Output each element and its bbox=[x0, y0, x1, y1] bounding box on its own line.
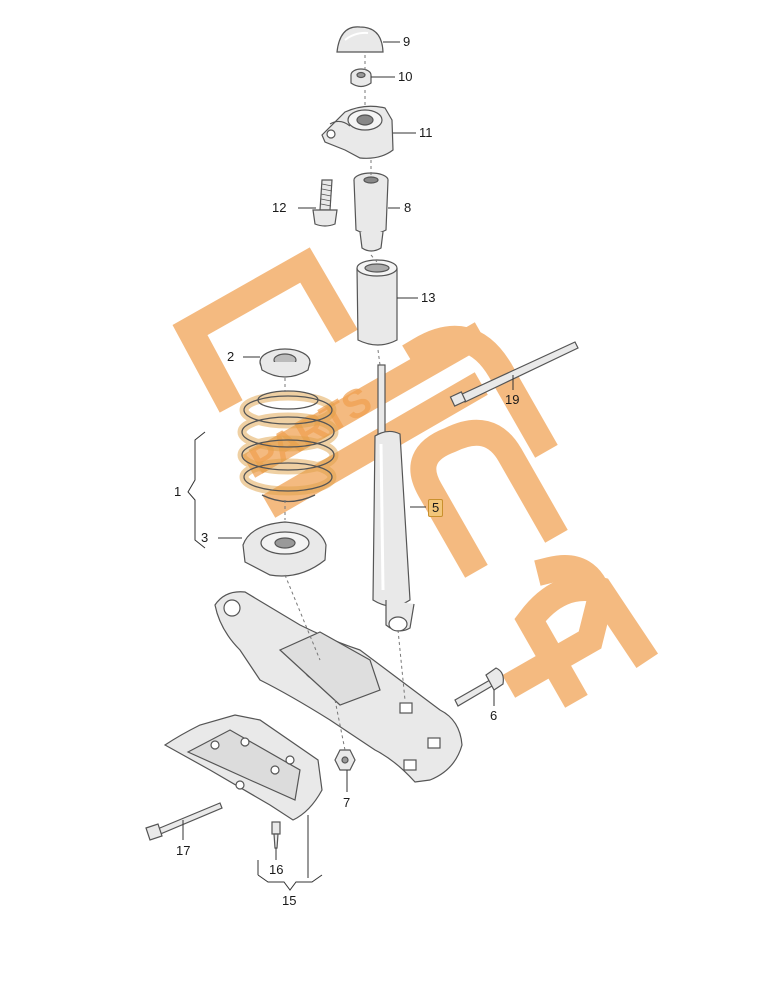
part-nut-7 bbox=[334, 749, 356, 771]
part-bolt-top bbox=[312, 179, 338, 227]
part-dust-cap bbox=[336, 26, 384, 53]
callout-16: 16 bbox=[269, 862, 284, 877]
part-upper-spring-seat bbox=[259, 348, 311, 378]
callout-11: 11 bbox=[419, 125, 433, 140]
callout-19: 19 bbox=[505, 392, 520, 407]
leader-lines bbox=[182, 41, 514, 891]
part-nut bbox=[350, 68, 372, 88]
part-bracket bbox=[163, 714, 323, 821]
callout-6: 6 bbox=[490, 708, 498, 723]
part-protective-tube bbox=[356, 259, 398, 346]
part-lower-spring-seat bbox=[242, 521, 327, 577]
part-trailing-arm bbox=[214, 591, 463, 783]
callout-8: 8 bbox=[404, 200, 412, 215]
callout-10: 10 bbox=[398, 69, 413, 84]
callout-17: 17 bbox=[176, 843, 191, 858]
callout-1: 1 bbox=[174, 484, 182, 499]
callout-9: 9 bbox=[403, 34, 411, 49]
callout-5-highlighted: 5 bbox=[428, 499, 444, 517]
callout-3: 3 bbox=[201, 530, 209, 545]
callout-7: 7 bbox=[343, 795, 351, 810]
part-long-bolt bbox=[145, 802, 223, 841]
part-small-bolt bbox=[271, 821, 281, 849]
part-shock-absorber bbox=[372, 364, 415, 632]
part-top-mount bbox=[321, 105, 394, 159]
callout-12: 12 bbox=[272, 200, 287, 215]
part-coil-spring bbox=[237, 390, 339, 503]
callout-2: 2 bbox=[227, 349, 235, 364]
part-bolt-6 bbox=[454, 667, 504, 707]
callout-15: 15 bbox=[282, 893, 297, 908]
part-bump-stop bbox=[353, 172, 389, 252]
callout-13: 13 bbox=[421, 290, 436, 305]
part-cable-tie bbox=[449, 341, 579, 407]
